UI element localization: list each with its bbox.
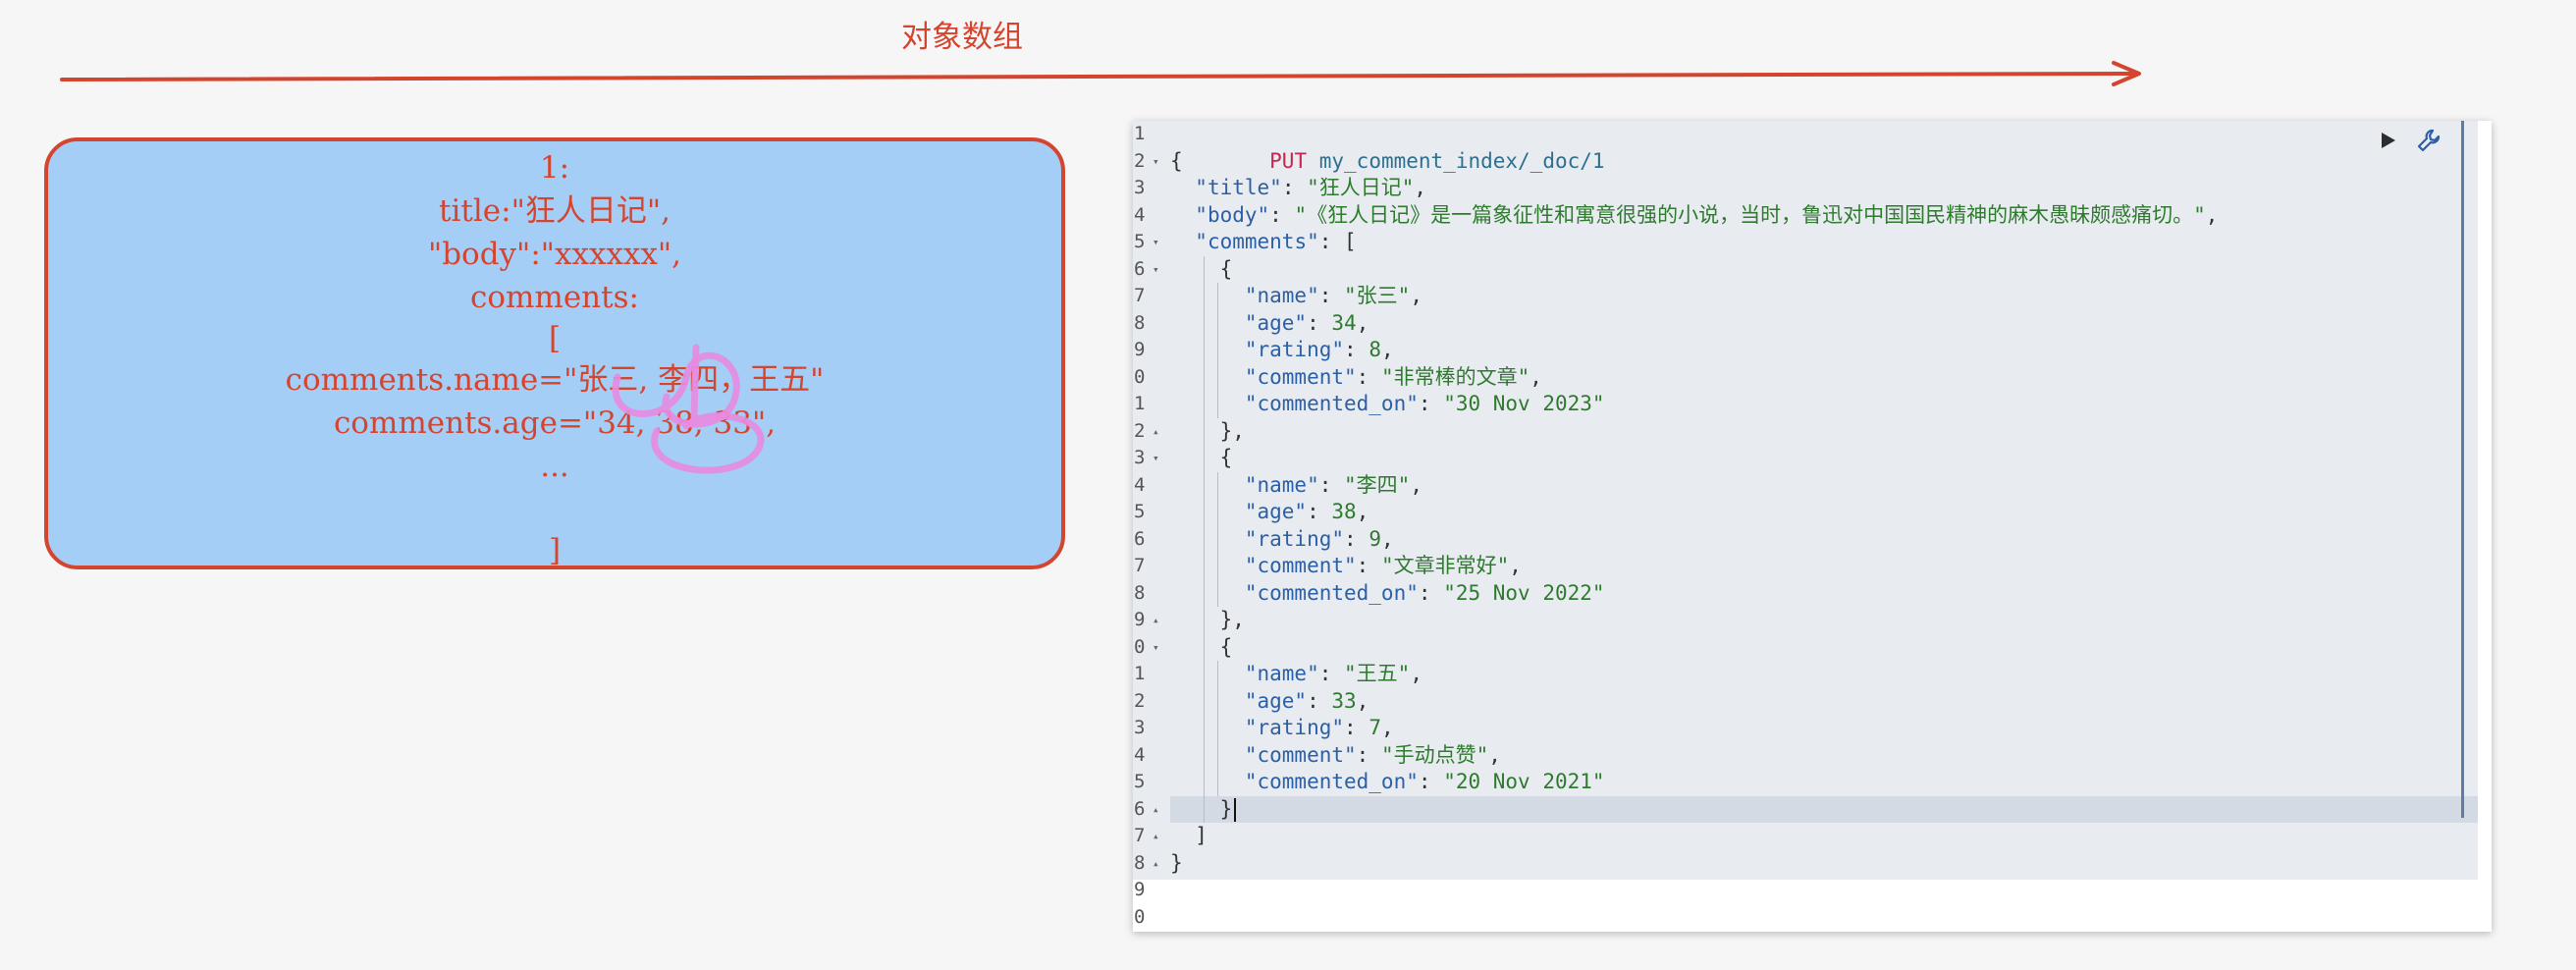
fold-open-icon[interactable]: ▾: [1153, 154, 1159, 168]
line-number: 4: [1134, 473, 1146, 496]
line-number: 3▾: [1133, 445, 1164, 472]
line-number: 6▴: [1133, 796, 1164, 824]
line-number: 5: [1134, 771, 1146, 792]
text-cursor: [1234, 797, 1237, 822]
code-area[interactable]: PUT my_comment_index/_doc/1 { "title": "…: [1170, 121, 2478, 880]
fold-close-icon[interactable]: ▴: [1153, 830, 1159, 842]
line-number: 2: [1134, 689, 1146, 712]
fold-open-icon[interactable]: ▾: [1153, 236, 1159, 248]
note-line: comments.name="张三, 李四，王五": [285, 362, 825, 398]
line-number: 2▾: [1133, 148, 1164, 176]
line-number: 6▾: [1133, 256, 1164, 284]
line-number: 8▴: [1133, 850, 1164, 878]
line-number: 6: [1134, 527, 1146, 550]
indent-guide: [1217, 283, 1218, 418]
fold-close-icon[interactable]: ▴: [1153, 614, 1159, 626]
note-line: 1:: [539, 150, 570, 186]
code-line[interactable]: "body": "《狂人日记》是一篇象征性和寓意很强的小说，当时，鲁迅对中国国民…: [1195, 202, 2219, 227]
code-line[interactable]: ]: [1195, 824, 1208, 847]
code-line[interactable]: {: [1219, 446, 1233, 469]
code-line[interactable]: "rating": 8,: [1244, 338, 1394, 361]
line-number: 9▴: [1133, 607, 1164, 634]
note-line: [: [548, 321, 562, 356]
code-line[interactable]: {: [1219, 256, 1233, 281]
scrollbar[interactable]: [2461, 121, 2464, 818]
timeline-arrow: [60, 61, 2141, 86]
indent-guide: [1217, 471, 1218, 607]
note-line: [48, 489, 1061, 531]
fold-open-icon[interactable]: ▾: [1153, 262, 1159, 276]
line-number: 4: [1134, 203, 1146, 226]
code-line[interactable]: "commented_on": "30 Nov 2023": [1244, 392, 1605, 415]
code-line[interactable]: "age": 34,: [1244, 310, 1369, 335]
line-number: 0: [1134, 365, 1146, 388]
line-number: 1: [1134, 123, 1146, 144]
line-number: 3: [1134, 717, 1146, 738]
code-line[interactable]: }: [1170, 795, 2478, 823]
code-line[interactable]: "commented_on": "20 Nov 2021": [1244, 770, 1605, 793]
request-line[interactable]: PUT my_comment_index/_doc/1: [1170, 121, 2478, 173]
code-line[interactable]: "name": "张三",: [1244, 284, 1422, 307]
note-line: title:"狂人日记",: [439, 193, 671, 229]
note-text: 1: title:"狂人日记", "body":"xxxxxx", comments:…: [48, 141, 1061, 568]
line-number: 7: [1134, 555, 1146, 576]
code-line[interactable]: [1170, 877, 2478, 904]
object-array-note: 1: title:"狂人日记", "body":"xxxxxx", comments:…: [44, 137, 1065, 569]
line-number: 8: [1134, 311, 1146, 334]
play-icon[interactable]: [2374, 127, 2401, 154]
code-line[interactable]: "age": 38,: [1244, 500, 1369, 523]
code-line[interactable]: "name": "李四",: [1244, 472, 1422, 497]
arrow-label: 对象数组: [901, 20, 1023, 55]
fold-close-icon[interactable]: ▴: [1153, 424, 1159, 438]
code-line[interactable]: "comment": "文章非常好",: [1244, 554, 1522, 577]
line-number: 0▾: [1133, 634, 1164, 662]
code-line[interactable]: "age": 33,: [1244, 688, 1369, 713]
note-line: comments:: [470, 280, 639, 315]
code-line[interactable]: [1170, 904, 2478, 932]
line-number: 9: [1134, 339, 1146, 360]
line-number: 2▴: [1133, 418, 1164, 446]
line-number: 4: [1134, 743, 1146, 766]
indent-guide: [1217, 661, 1218, 796]
code-line[interactable]: },: [1219, 608, 1245, 631]
code-line[interactable]: }: [1170, 850, 1183, 875]
code-line[interactable]: {: [1170, 148, 1183, 173]
line-number: 1: [1134, 663, 1146, 684]
code-line[interactable]: "name": "王五",: [1244, 662, 1422, 685]
note-line: ]: [548, 533, 562, 568]
line-number: 5▾: [1133, 229, 1164, 256]
code-line[interactable]: "commented_on": "25 Nov 2022": [1244, 580, 1605, 605]
code-line[interactable]: },: [1219, 418, 1245, 443]
code-line[interactable]: {: [1219, 634, 1233, 659]
indent-guide: [1204, 255, 1205, 823]
request-path: my_comment_index/_doc/1: [1318, 148, 1605, 173]
note-line: "body":"xxxxxx",: [427, 237, 682, 272]
note-line: comments.age="34, 38, 33",: [333, 405, 777, 441]
fold-open-icon[interactable]: ▾: [1153, 640, 1159, 654]
line-number: 7▴: [1133, 823, 1164, 850]
request-method: PUT: [1269, 148, 1308, 173]
line-number: 3: [1134, 177, 1146, 198]
line-number: 9: [1134, 879, 1146, 900]
line-number: 5: [1134, 501, 1146, 522]
code-line[interactable]: "comment": "手动点赞",: [1244, 742, 1501, 767]
code-line[interactable]: "comments": [: [1195, 230, 1357, 253]
code-line[interactable]: "title": "狂人日记",: [1195, 176, 1427, 199]
code-line[interactable]: "rating": 9,: [1244, 526, 1394, 551]
editor-toolbar: [2374, 127, 2442, 154]
fold-close-icon[interactable]: ▴: [1153, 856, 1159, 870]
code-line[interactable]: "rating": 7,: [1244, 716, 1394, 739]
note-line: ...: [540, 449, 569, 484]
line-number: 1: [1134, 393, 1146, 414]
line-number: 8: [1134, 581, 1146, 604]
wrench-icon[interactable]: [2415, 127, 2442, 154]
fold-open-icon[interactable]: ▾: [1153, 452, 1159, 464]
code-line[interactable]: "comment": "非常棒的文章",: [1244, 364, 1542, 389]
line-number: 0: [1134, 905, 1146, 928]
line-number: 7: [1134, 285, 1146, 306]
fold-close-icon[interactable]: ▴: [1153, 802, 1159, 816]
